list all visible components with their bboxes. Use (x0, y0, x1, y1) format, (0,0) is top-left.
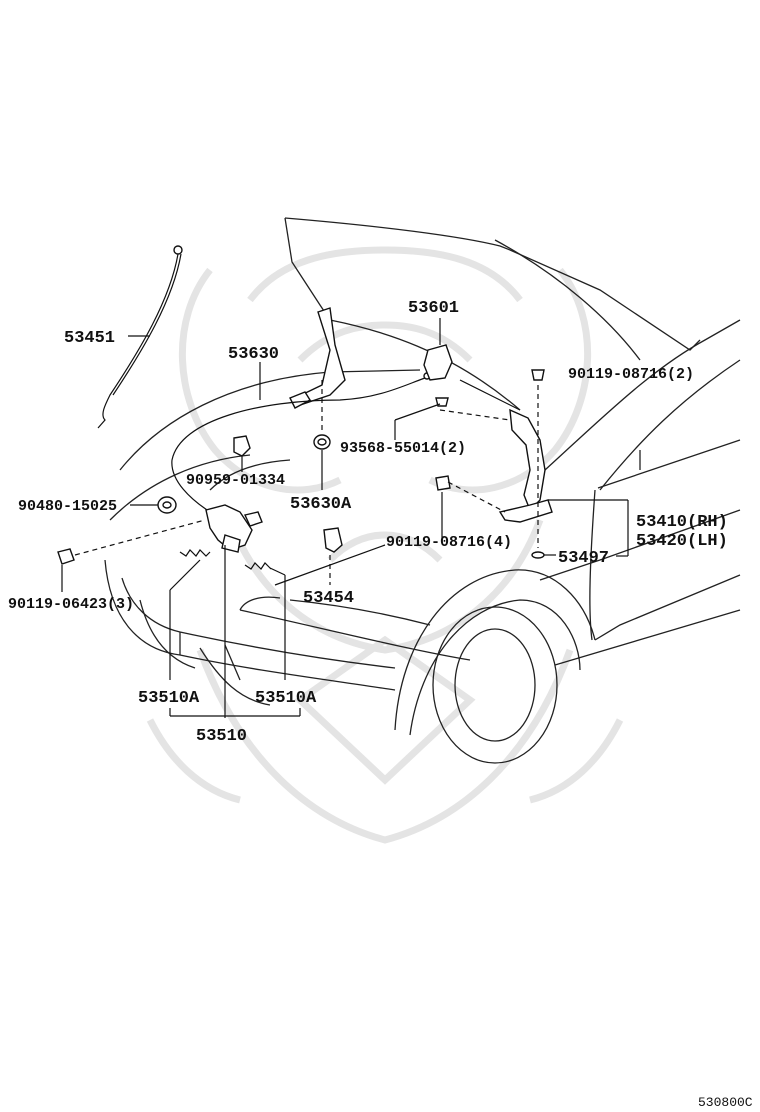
leader-lines (61, 318, 629, 718)
label-90959-01334: 90959-01334 (186, 472, 285, 489)
labels: 53451 53630 53601 90119-08716(2) 93568-5… (8, 299, 753, 1110)
label-53410: 53410(RH) (636, 513, 728, 532)
cable-clamp (233, 435, 251, 457)
spring-right (244, 562, 272, 570)
label-93568-55014: 93568-55014(2) (340, 440, 466, 457)
watermark-emblem (146, 246, 624, 844)
label-53510a-left: 53510A (138, 689, 200, 708)
grommet-53630a (313, 434, 331, 450)
label-53497: 53497 (558, 549, 609, 568)
car-body-outline (104, 217, 741, 764)
label-90480-15025: 90480-15025 (18, 498, 117, 515)
hood-lock-cable (171, 377, 426, 516)
hood-support-rod (97, 245, 183, 429)
label-53510a-right: 53510A (255, 689, 317, 708)
grommet-90480 (157, 496, 177, 514)
label-53451: 53451 (64, 329, 115, 348)
label-53454: 53454 (303, 589, 354, 608)
cushion-53497 (531, 551, 545, 559)
label-53601: 53601 (408, 299, 459, 318)
parts (57, 245, 553, 570)
reference-code: 530800C (698, 1095, 753, 1110)
hood-lock-assembly (205, 504, 263, 553)
release-clip-53454 (323, 527, 343, 553)
label-90119-08716-2: 90119-08716(2) (568, 366, 694, 383)
hood-hinge-right (498, 408, 553, 523)
bolt-90119-08716-2 (531, 369, 545, 381)
bolt-90119-06423 (57, 548, 75, 565)
spring-left (179, 549, 211, 557)
label-53630: 53630 (228, 345, 279, 364)
label-53510: 53510 (196, 727, 247, 746)
bolt-90119-08716-4 (435, 475, 451, 491)
label-53420: 53420(LH) (636, 532, 728, 551)
hood-lock-lever (423, 344, 453, 381)
label-90119-06423: 90119-06423(3) (8, 596, 134, 613)
label-53630a: 53630A (290, 495, 352, 514)
label-90119-08716-4: 90119-08716(4) (386, 534, 512, 551)
